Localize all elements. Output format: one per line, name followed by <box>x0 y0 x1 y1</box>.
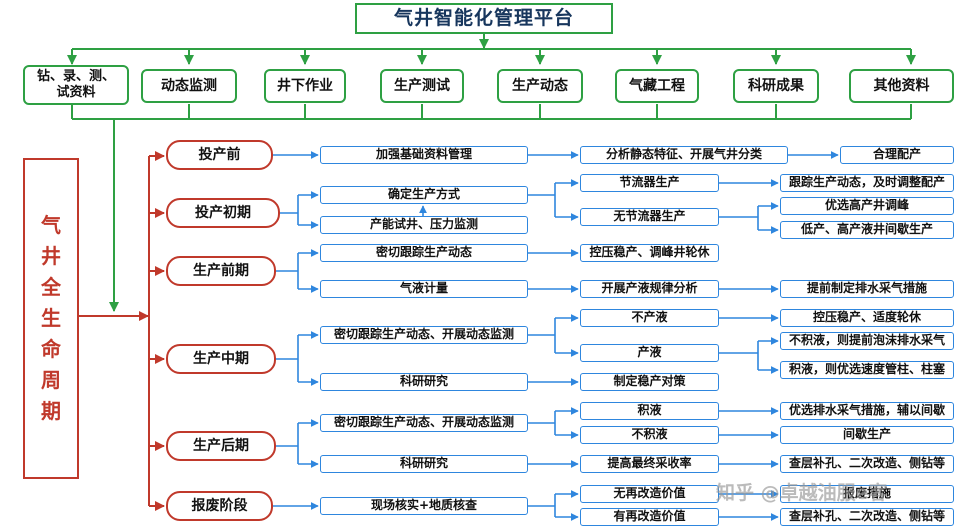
step-retrofit-sidetrack[interactable]: 查层补孔、二次改造、侧钻等 <box>780 508 954 526</box>
step-liquid-accumulation[interactable]: 积液 <box>580 402 719 420</box>
stage-early-production[interactable]: 投产初期 <box>166 198 280 228</box>
category-reservoir-engineering[interactable]: 气藏工程 <box>615 69 699 103</box>
lifecycle-char: 期 <box>41 399 61 423</box>
step-liquid-pattern-analysis[interactable]: 开展产液规律分析 <box>580 280 719 298</box>
lifecycle-char: 井 <box>41 244 61 268</box>
step-productivity-test[interactable]: 产能试井、压力监测 <box>320 216 528 234</box>
step-reasonable-allocation[interactable]: 合理配产 <box>840 146 954 164</box>
platform-title: 气井智能化管理平台 <box>355 3 613 34</box>
step-drainage-intermittent[interactable]: 优选排水采气措施，辅以间歇 <box>780 402 954 420</box>
step-velocity-string-plunger[interactable]: 积液，则优选速度管柱、柱塞 <box>780 361 954 379</box>
stage-middle-production[interactable]: 生产中期 <box>166 344 276 374</box>
step-liquid-production[interactable]: 产液 <box>580 344 719 362</box>
stage-scrap[interactable]: 报废阶段 <box>166 491 273 521</box>
step-foam-drainage[interactable]: 不积液，则提前泡沫排水采气 <box>780 332 954 350</box>
step-late-track-and-monitor[interactable]: 密切跟踪生产动态、开展动态监测 <box>320 414 528 432</box>
step-no-liquid[interactable]: 不产液 <box>580 309 719 327</box>
step-intermittent-production-late[interactable]: 间歇生产 <box>780 426 954 444</box>
category-downhole-operation[interactable]: 井下作业 <box>264 69 346 103</box>
step-static-analysis-classification[interactable]: 分析静态特征、开展气井分类 <box>580 146 788 164</box>
step-drainage-plan[interactable]: 提前制定排水采气措施 <box>780 280 954 298</box>
step-has-retrofit-value[interactable]: 有再改造价值 <box>580 508 719 526</box>
step-no-choke-production[interactable]: 无节流器生产 <box>580 208 719 226</box>
step-late-scientific-research[interactable]: 科研研究 <box>320 455 528 473</box>
step-high-yield-peak-shaving[interactable]: 优选高产井调峰 <box>780 197 954 215</box>
step-pressure-control-rotation[interactable]: 控压稳产、调峰井轮休 <box>580 244 719 262</box>
step-reperforation-sidetrack[interactable]: 查层补孔、二次改造、侧钻等 <box>780 455 954 473</box>
step-scrap-measures[interactable]: 报废措施 <box>780 485 954 503</box>
stage-pre-production[interactable]: 投产前 <box>166 140 273 170</box>
category-production-dynamics[interactable]: 生产动态 <box>497 69 583 103</box>
step-no-accumulation[interactable]: 不积液 <box>580 426 719 444</box>
step-track-adjust-allocation[interactable]: 跟踪生产动态，及时调整配产 <box>780 174 954 192</box>
step-choke-production[interactable]: 节流器生产 <box>580 174 719 192</box>
step-intermittent-production[interactable]: 低产、高产液井间歇生产 <box>780 221 954 239</box>
watermark-text: 知乎 @卓越油服e客 <box>716 482 888 504</box>
step-no-retrofit-value[interactable]: 无再改造价值 <box>580 485 719 503</box>
step-gas-liquid-metering[interactable]: 气液计量 <box>320 280 528 298</box>
lifecycle-char: 气 <box>41 213 61 237</box>
step-field-geological-check[interactable]: 现场核实+地质核查 <box>320 497 528 515</box>
lifecycle-label: 气 井 全 生 命 周 期 <box>23 158 79 479</box>
category-dynamic-monitoring[interactable]: 动态监测 <box>141 69 237 103</box>
lifecycle-char: 生 <box>41 306 61 330</box>
category-other-data[interactable]: 其他资料 <box>849 69 954 103</box>
category-production-test[interactable]: 生产测试 <box>380 69 464 103</box>
step-scientific-research[interactable]: 科研研究 <box>320 373 528 391</box>
lifecycle-char: 周 <box>41 368 61 392</box>
step-basic-data-management[interactable]: 加强基础资料管理 <box>320 146 528 164</box>
step-track-production[interactable]: 密切跟踪生产动态 <box>320 244 528 262</box>
step-determine-production-mode[interactable]: 确定生产方式 <box>320 186 528 204</box>
step-track-and-monitor[interactable]: 密切跟踪生产动态、开展动态监测 <box>320 326 528 344</box>
step-stable-production-plan[interactable]: 制定稳产对策 <box>580 373 719 391</box>
step-improve-recovery[interactable]: 提高最终采收率 <box>580 455 719 473</box>
stage-previous-production[interactable]: 生产前期 <box>166 256 276 286</box>
lifecycle-char: 命 <box>41 337 61 361</box>
stage-late-production[interactable]: 生产后期 <box>166 431 276 461</box>
lifecycle-char: 全 <box>41 275 61 299</box>
category-research-results[interactable]: 科研成果 <box>733 69 819 103</box>
category-drilling-logging-data[interactable]: 钻、录、测、试资料 <box>23 65 129 105</box>
step-moderate-rotation[interactable]: 控压稳产、适度轮休 <box>780 309 954 327</box>
